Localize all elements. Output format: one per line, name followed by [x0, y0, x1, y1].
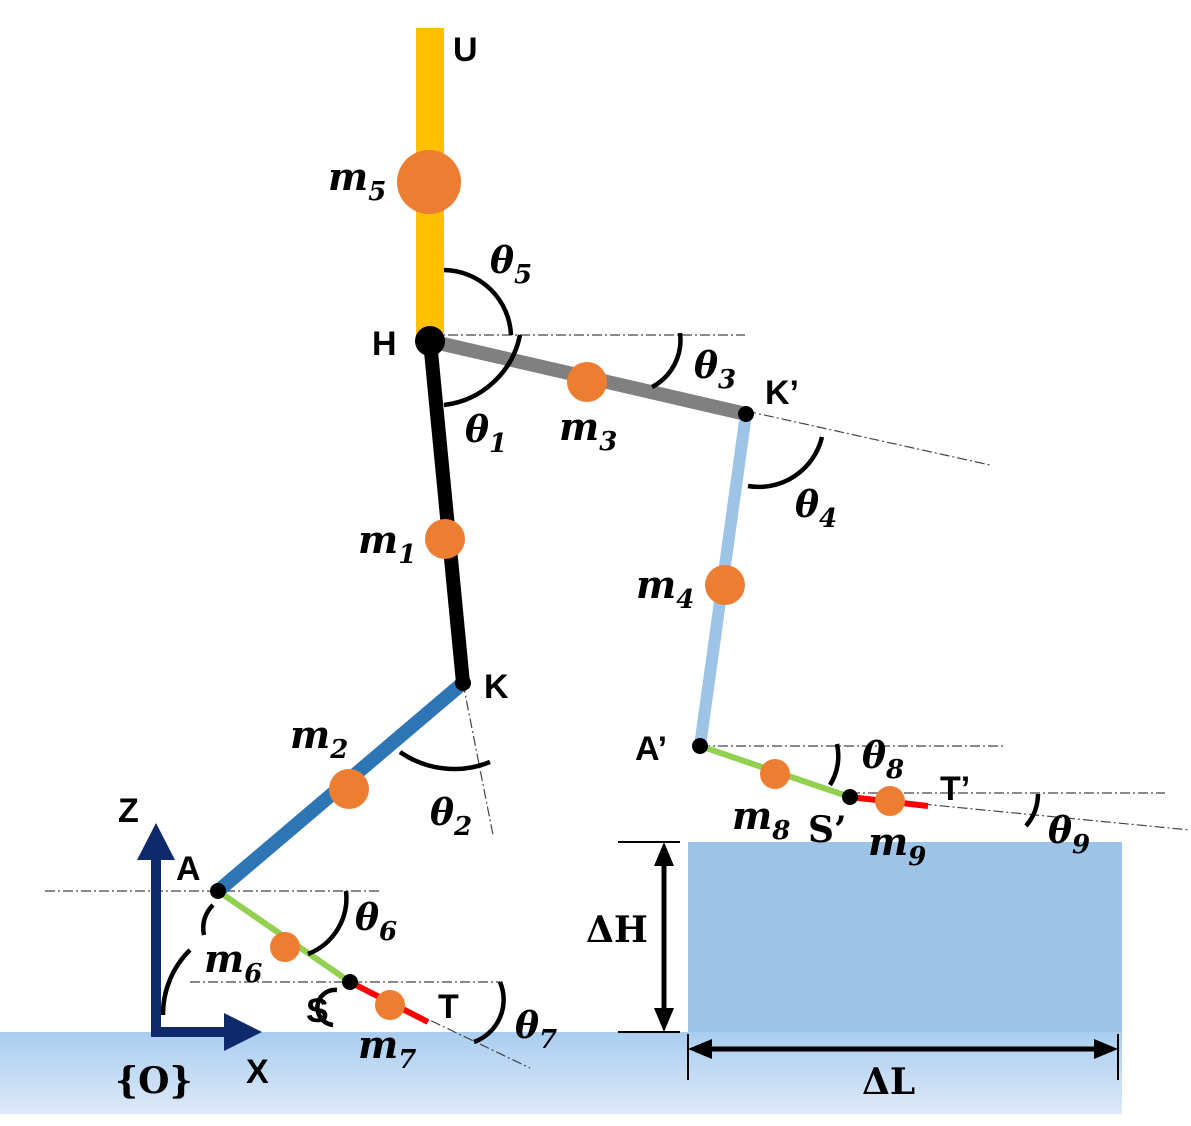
label-theta5: θ5	[490, 240, 532, 290]
label-theta6: θ6	[355, 897, 397, 947]
mass-m7	[375, 990, 405, 1020]
label-m6: m6	[204, 936, 262, 989]
label-S-prime: S’	[808, 809, 847, 851]
label-theta1: θ1	[465, 409, 507, 459]
label-theta7: θ7	[515, 1005, 557, 1055]
mass-m9	[875, 786, 905, 816]
label-K-prime: K’	[765, 374, 799, 412]
label-A-prime: A’	[635, 730, 667, 768]
swing-s-joint	[842, 789, 858, 805]
point-labels: U H K A S T K’ A’ S’ T’	[176, 31, 970, 1030]
label-m4: m4	[636, 562, 694, 615]
label-m2: m2	[290, 712, 348, 765]
mass-m3	[567, 362, 607, 402]
label-m8: m8	[732, 793, 790, 846]
label-H: H	[372, 325, 397, 363]
angle-labels: θ5 θ1 θ3 θ4 θ2 θ6 θ7 θ8 θ9	[355, 240, 1090, 1055]
coordinate-frame	[137, 823, 262, 1051]
label-T: T	[438, 988, 459, 1026]
delta-l-label: ΔL	[862, 1061, 915, 1103]
mass-m1	[425, 519, 465, 559]
frame-labels: Z X {O}	[115, 792, 269, 1102]
obstacle-box	[688, 842, 1122, 1032]
label-theta4: θ4	[795, 484, 837, 534]
x-axis-label: X	[246, 1053, 269, 1091]
ground	[0, 1032, 1122, 1114]
swing-ankle-joint	[692, 738, 708, 754]
delta-h-label: ΔH	[586, 909, 648, 951]
label-S: S	[306, 992, 329, 1030]
label-K: K	[484, 668, 509, 706]
joints	[210, 326, 858, 990]
mass-m8	[760, 759, 790, 789]
mass-m6	[270, 932, 300, 962]
origin-label: {O}	[115, 1060, 193, 1102]
label-theta2: θ2	[430, 792, 472, 842]
knee-joint	[455, 675, 471, 691]
label-m1: m1	[358, 517, 416, 570]
ankle-joint	[210, 883, 226, 899]
mass-labels: m5 m1 m3 m4 m2 m6 m7 m8 m9	[204, 154, 926, 1075]
x-arrowhead	[224, 1013, 262, 1051]
hip-joint	[415, 326, 445, 356]
mass-m4	[705, 565, 745, 605]
label-m5: m5	[328, 154, 386, 207]
label-theta8: θ8	[862, 735, 904, 785]
angle-arcs	[160, 267, 1041, 1045]
z-arrowhead	[137, 823, 175, 860]
stance-s-joint	[342, 974, 358, 990]
label-U: U	[453, 31, 478, 69]
obstacle-labels: ΔH ΔL	[586, 909, 915, 1103]
label-A: A	[176, 850, 201, 888]
mass-m5	[397, 150, 461, 214]
label-m9: m9	[868, 819, 926, 872]
label-theta3: θ3	[694, 345, 736, 395]
swing-knee-joint	[738, 406, 754, 422]
label-m7: m7	[358, 1022, 416, 1075]
mass-m2	[329, 769, 369, 809]
stance-thigh-segment	[423, 340, 470, 684]
label-theta9: θ9	[1048, 810, 1090, 860]
dimension-markers	[618, 841, 1119, 1080]
label-T-prime: T’	[940, 770, 970, 808]
point-masses	[270, 150, 905, 1020]
label-m3: m3	[559, 404, 617, 457]
z-axis-label: Z	[118, 792, 139, 830]
